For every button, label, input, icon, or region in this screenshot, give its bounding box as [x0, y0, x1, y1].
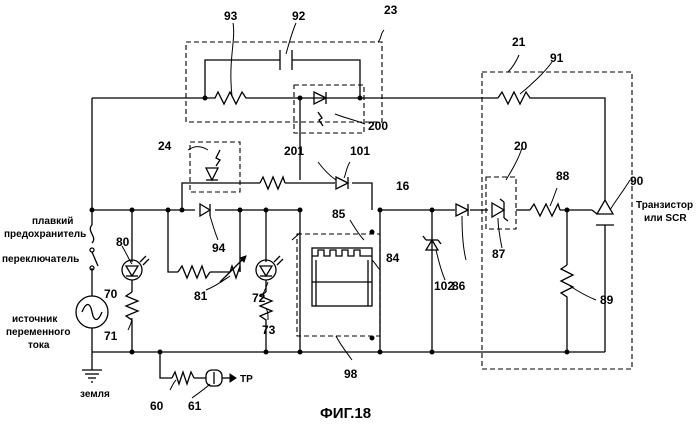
scr-90: [592, 200, 614, 225]
ref-20: 20: [514, 139, 528, 153]
switch: [90, 248, 98, 270]
label-tp: TP: [240, 374, 253, 385]
label-transistor-1: Транзистор: [636, 200, 693, 211]
leader-lines: [122, 23, 630, 398]
block-84-85: [312, 248, 372, 306]
ref-101: 101: [350, 144, 370, 158]
ref-73: 73: [262, 323, 276, 337]
box-24: [190, 142, 240, 192]
fuse: [90, 225, 93, 243]
figure-caption: ФИГ.18: [320, 405, 371, 422]
label-source-2: переменного: [6, 327, 70, 338]
tp-arrow: [230, 374, 236, 382]
box-20: [486, 177, 516, 229]
resistor-201: [260, 177, 285, 189]
optocoupler-24: [206, 150, 220, 180]
ref-102: 102: [434, 279, 454, 293]
wire-upper-branch: [182, 183, 260, 210]
ground-icon: [82, 370, 102, 382]
ref-87: 87: [492, 247, 506, 261]
label-ground: земля: [80, 389, 110, 400]
ref-21: 21: [512, 35, 526, 49]
label-fuse-1: плавкий: [32, 216, 73, 227]
resistor-91: [498, 92, 533, 104]
zener-87: [492, 199, 508, 221]
ref-88: 88: [556, 169, 570, 183]
label-switch: переключатель: [2, 254, 79, 265]
ref-70: 70: [104, 287, 118, 301]
box-21: [482, 72, 632, 369]
wire-top-right: [533, 98, 605, 200]
ref-85: 85: [332, 207, 346, 221]
resistor-80: [178, 266, 210, 278]
resistor-88: [530, 204, 560, 216]
label-transistor-2: или SCR: [644, 213, 687, 224]
ref-16: 16: [396, 179, 410, 193]
ref-61: 61: [188, 399, 202, 413]
diode-86: [456, 204, 468, 216]
ref-94: 94: [212, 241, 226, 255]
ref-84: 84: [386, 251, 400, 265]
wire-tp: [160, 352, 172, 378]
ref-89: 89: [600, 293, 614, 307]
label-fuse-2: предохранитель: [4, 229, 86, 240]
ref-60: 60: [150, 399, 164, 413]
ref-24: 24: [158, 139, 172, 153]
resistor-81: [220, 256, 246, 282]
ref-71: 71: [104, 329, 118, 343]
wire-upper-branch-3: [352, 183, 372, 210]
ref-91: 91: [550, 51, 564, 65]
resistor-71: [126, 292, 138, 322]
ref-93: 93: [224, 9, 238, 23]
label-source-3: тока: [28, 340, 50, 351]
resistor-93: [205, 92, 250, 104]
ref-200: 200: [368, 119, 388, 133]
ref-98: 98: [344, 367, 358, 381]
label-source-1: источник: [12, 314, 58, 325]
resistor-89: [561, 265, 573, 300]
resistor-60: [172, 372, 194, 384]
ref-81: 81: [194, 289, 208, 303]
wire-80: [168, 210, 178, 272]
ref-23: 23: [384, 3, 398, 17]
ref-72: 72: [252, 291, 266, 305]
box-23: [186, 42, 382, 122]
switch-61: [206, 370, 222, 386]
diode-101: [336, 177, 348, 189]
diode-94: [200, 204, 210, 216]
junction-dots: [90, 96, 569, 354]
ref-86: 86: [452, 279, 466, 293]
ref-80: 80: [116, 235, 130, 249]
optocoupler-200: [314, 92, 326, 126]
ref-201: 201: [284, 144, 304, 158]
led-70: [122, 256, 149, 280]
ref-90: 90: [630, 174, 644, 188]
box-200: [294, 85, 364, 133]
led-72: [256, 256, 283, 280]
ref-92: 92: [292, 9, 306, 23]
